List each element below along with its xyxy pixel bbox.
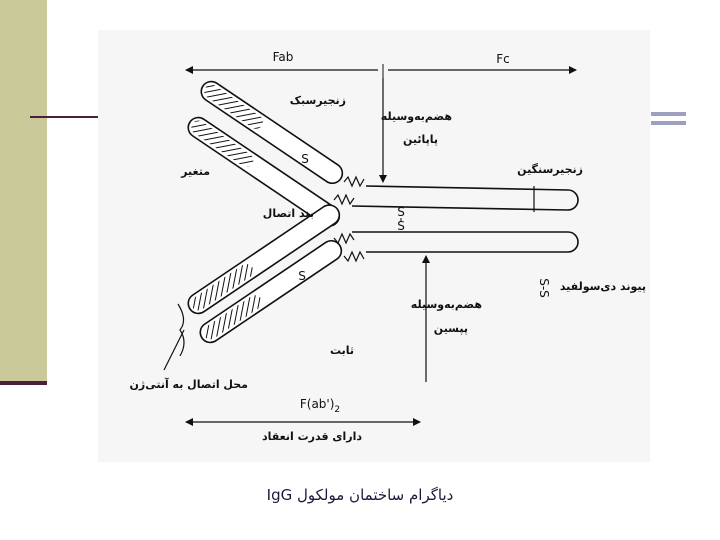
heavy-chain-label: زنجیرسنگین [517,163,583,176]
fab2-label-base: F(ab') [300,397,335,411]
papain-label-line1: هضم‌به‌وسیله [381,110,452,123]
side-accent-bar [0,0,47,383]
disulfide-legend-mark: S-S [537,278,551,298]
disulfide-bond-label: پیوند دی‌سولفید [560,280,646,293]
antigen-site-pointer [163,329,185,371]
disulfide-s-upper: S [397,205,405,219]
antigen-site-label: محل اتصال به آنتی‌ژن [129,377,248,391]
disulfide-s-lower: S [397,219,405,233]
pepsin-label-line1: هضم‌به‌وسیله [411,298,482,311]
constant-region-label: ثابت [330,344,354,357]
side-accent-rule [0,381,47,385]
upper-hinge-zigzag [343,175,365,188]
papain-label-line2: پاپائین [403,133,438,146]
pepsin-label-line2: پپسین [434,322,468,335]
lower-hinge-zigzag-inner [343,250,365,263]
top-rule-right-upper [651,112,686,116]
light-chain-label: زنجیرسبک [290,94,346,107]
lower-heavy-chain-arm [187,204,341,315]
light-heavy-s-lower: S [298,269,306,283]
top-rule-right-lower [651,121,686,125]
lower-light-chain [199,239,343,344]
figure-caption: دیاگرام ساختمان مولکول IgG [266,486,454,504]
binding-ability-label: دارای قدرت انعقاد [262,430,362,443]
variable-region-label: متغیر [180,165,210,178]
fab2-label: F(ab')2 [300,397,340,415]
lower-heavy-chain-fc [352,231,579,253]
light-heavy-s-upper: S [301,152,309,166]
hinge-label: بند اتصال [263,207,314,220]
upper-light-chain [200,80,344,185]
fc-label: Fc [496,52,510,66]
igg-diagram-svg: Fab Fc [129,50,646,443]
fab2-label-subscript: 2 [334,405,340,415]
fab-label: Fab [273,50,294,64]
igg-diagram-figure: Fab Fc [98,30,650,462]
upper-hinge-zigzag-inner [333,193,355,206]
antigen-site-bracket [177,303,185,357]
upper-heavy-chain-fc [351,185,579,211]
top-rule-left [30,116,100,118]
